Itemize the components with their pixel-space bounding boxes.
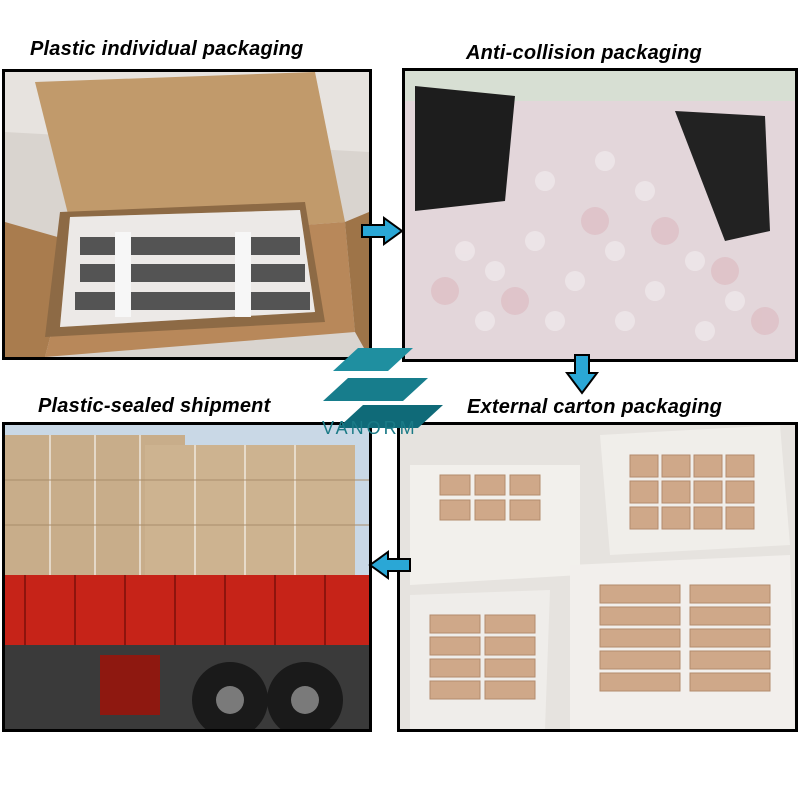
- photo-plastic-individual-packaging: [2, 69, 372, 360]
- caption-plastic-individual: Plastic individual packaging: [30, 38, 304, 60]
- photo-plastic-sealed-shipment: [2, 422, 372, 732]
- photo-anti-collision-packaging: [402, 68, 798, 362]
- anti-collision-illustration: [405, 71, 795, 359]
- caption-anti-collision: Anti-collision packaging: [466, 42, 702, 64]
- caption-plastic-sealed: Plastic-sealed shipment: [38, 395, 271, 417]
- brand-logo-text: VANORM: [322, 418, 418, 438]
- arrow-down-icon: [565, 354, 599, 395]
- plastic-sealed-illustration: [5, 425, 369, 729]
- arrow-left-icon: [368, 550, 411, 580]
- plastic-individual-illustration: [5, 72, 369, 357]
- vanorm-logo-icon: [323, 348, 443, 428]
- caption-external-carton: External carton packaging: [467, 396, 723, 418]
- external-carton-illustration: [400, 425, 795, 729]
- photo-external-carton-packaging: [397, 422, 798, 732]
- arrow-right-icon: [361, 216, 404, 246]
